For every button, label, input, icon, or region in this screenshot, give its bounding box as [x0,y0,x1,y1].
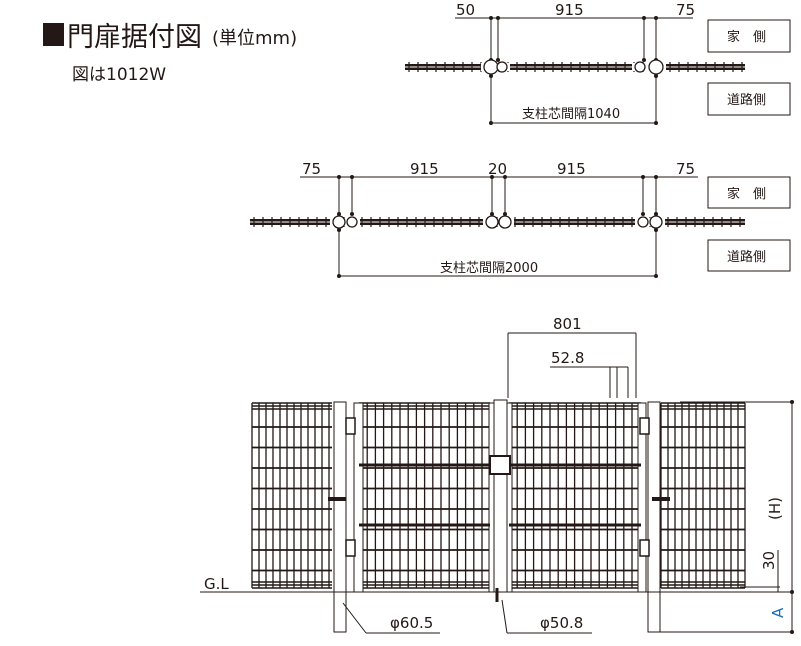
ground-label: G.L [204,575,229,593]
house-side-label: 家 側 [727,186,766,202]
dim-dot [350,175,354,179]
post [333,401,347,633]
post-icon [483,59,499,75]
gate-frame [506,402,513,593]
elevation-view: 801 52.8 G.L φ60.5 φ50.8 (H) 30 A [200,315,794,634]
dim-dot [641,175,645,179]
plan-single-gate: 50 915 75 支柱芯間隔1040 家 側 道路側 [405,1,791,125]
post [493,399,508,593]
dim-dot [790,400,794,404]
dim-dot [790,590,794,594]
dim-dot [496,16,500,20]
title-square-icon [43,23,64,46]
post-spacing-label: 支柱芯間隔1040 [522,107,620,122]
post-icon [332,215,346,229]
dim-label: 915 [410,160,439,178]
dim-label: 20 [488,160,507,178]
dim-dot [641,212,645,216]
dim-dot [654,212,658,216]
gate-frame [488,402,495,593]
dim-dot [490,175,494,179]
road-side-label: 道路側 [727,249,766,265]
dim-dot [337,175,341,179]
post-diameter-main: φ60.5 [390,614,433,632]
dim-dot [654,16,658,20]
dim-label: 50 [456,1,475,19]
post [647,401,661,633]
dim-dot [337,212,341,216]
leader-line [501,599,508,634]
latch-icon [489,455,511,475]
dim-label: 75 [676,1,695,19]
road-side-label: 道路側 [727,92,766,108]
post-icon [496,61,508,73]
dim-dot [490,212,494,216]
unit-label: (単位mm) [212,28,297,49]
dim-label: 75 [302,160,321,178]
hinge-icon [639,417,650,435]
dim-dot [350,212,354,216]
fence-bracket [328,497,346,501]
dim-dot [496,58,500,62]
page-title: 門扉据付図 [67,22,202,53]
post-diameter-center: φ50.8 [540,614,583,632]
dim-label: 915 [555,1,584,19]
road-side-box [707,239,791,272]
offset-dim-label: 52.8 [551,349,584,367]
road-side-box [707,82,791,116]
dim-dot [642,16,646,20]
post-icon [648,59,664,75]
dim-dot [654,228,658,232]
dim-dot [489,74,493,78]
post-icon [485,215,499,229]
dim-dot [489,16,493,20]
dim-dot [503,212,507,216]
subtitle: 図は1012W [72,65,166,85]
post-icon [498,215,512,229]
embed-depth-label: A [769,607,787,618]
dim-label: 915 [557,160,586,178]
post-icon [346,216,358,228]
dim-dot [337,228,341,232]
hinge-icon [639,539,650,557]
house-side-box [707,176,791,209]
width-dim-label: 801 [553,315,582,333]
hinge-icon [345,539,356,557]
height-label: (H) [766,497,784,520]
post-spacing-label: 支柱芯間隔2000 [440,261,538,276]
house-side-box [707,19,791,53]
dim-dot [503,175,507,179]
post-icon [634,61,646,73]
house-side-label: 家 側 [727,29,766,45]
leader-line [342,602,367,634]
hinge-icon [345,417,356,435]
post-icon [637,216,649,228]
dim-dot [654,175,658,179]
dim-dot [790,630,794,634]
dim-dot [642,58,646,62]
plan-double-gate: 75 915 20 915 75 支柱芯間隔2000 家 側 道路側 [250,160,791,278]
fence-bracket [652,497,670,501]
dim-label: 75 [676,160,695,178]
dim-dot [654,74,658,78]
post-icon [649,215,663,229]
clearance-label: 30 [760,551,778,570]
